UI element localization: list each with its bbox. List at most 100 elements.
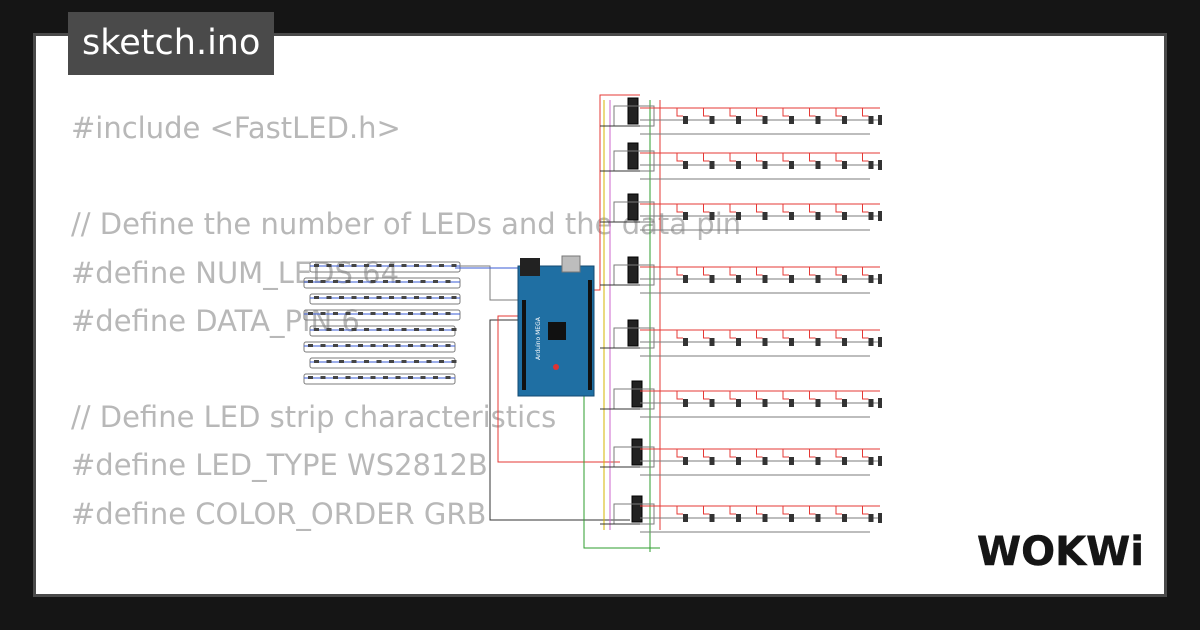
led-pin-wire	[782, 449, 789, 458]
led-pixel	[401, 328, 407, 331]
logo-text: WOKWi	[977, 529, 1144, 575]
led-pixel	[868, 212, 874, 220]
led-pixel	[815, 399, 821, 407]
led-pixel	[320, 280, 326, 283]
led-pixel	[762, 399, 768, 407]
controller-chip	[627, 142, 639, 170]
panel-link-wire	[460, 265, 518, 301]
led-pin-wire	[835, 108, 842, 117]
code-line: // Create LED matrix object	[71, 586, 741, 594]
led-pixel	[789, 457, 794, 465]
led-pixel	[762, 116, 768, 124]
led-pixel	[445, 312, 451, 315]
led-pixel	[314, 296, 319, 299]
led-pixel	[736, 212, 741, 220]
led-pixel	[709, 514, 715, 522]
led-pixel	[314, 264, 319, 267]
led-pin-wire	[729, 204, 736, 213]
bus-wire	[594, 94, 640, 291]
controller-chip	[627, 319, 639, 347]
led-pin-wire	[676, 330, 683, 339]
led-pixel	[376, 360, 382, 363]
code-line: // Define LED strip characteristics	[71, 400, 557, 435]
power-wire	[497, 315, 620, 463]
arduino-mega-board[interactable]: Arduino MEGA	[517, 255, 595, 397]
strip-end-connector	[878, 211, 882, 221]
led-pixel	[736, 161, 741, 169]
led-pin-wire	[729, 108, 736, 117]
led-pixel	[433, 280, 438, 283]
led-pin-wire	[862, 204, 869, 213]
led-pixel	[736, 275, 741, 283]
led-pin-wire	[756, 391, 763, 400]
led-pin-wire	[835, 204, 842, 213]
led-pin-wire	[782, 108, 789, 117]
led-pixel	[451, 328, 457, 331]
led-pin-wire	[862, 506, 869, 515]
led-pixel	[333, 312, 338, 315]
led-pixel	[736, 457, 741, 465]
led-pixel	[842, 116, 847, 124]
led-pixel	[314, 328, 319, 331]
led-strip-row	[600, 193, 882, 231]
led-row-wire	[303, 341, 456, 353]
led-pin-wire	[729, 267, 736, 276]
led-pixel	[709, 338, 715, 346]
file-tab[interactable]: sketch.ino	[68, 12, 275, 75]
led-pixel	[439, 328, 444, 331]
led-pixel	[439, 296, 444, 299]
led-pixel	[426, 328, 432, 331]
led-pin-wire	[703, 449, 710, 458]
led-pixel	[308, 376, 313, 379]
led-pin-wire	[703, 506, 710, 515]
led-pixel	[815, 212, 821, 220]
led-pin-wire	[676, 108, 683, 117]
led-pixel	[389, 360, 394, 363]
led-pixel	[426, 296, 432, 299]
led-pixel	[389, 296, 394, 299]
led-pixel	[401, 360, 407, 363]
led-pin-wire	[756, 204, 763, 213]
led-pixel	[426, 360, 432, 363]
led-pixel	[320, 376, 326, 379]
led-pixel	[376, 296, 382, 299]
led-pixel	[683, 399, 688, 407]
led-pixel	[308, 312, 313, 315]
signal-wire	[583, 299, 660, 549]
led-pin-wire	[729, 506, 736, 515]
reset-button[interactable]	[553, 364, 559, 370]
led-pixel	[364, 296, 369, 299]
led-pin-wire	[809, 391, 816, 400]
led-pin-wire	[835, 153, 842, 162]
led-pixel	[789, 514, 794, 522]
led-pixel	[868, 161, 874, 169]
led-pin-wire	[676, 204, 683, 213]
led-pixel	[408, 312, 413, 315]
led-pixel	[433, 344, 438, 347]
code-line: #define LED_TYPE WS2812B	[71, 448, 488, 483]
led-pixel	[408, 376, 413, 379]
led-pixel	[364, 264, 369, 267]
led-pixel	[408, 344, 413, 347]
led-pixel	[683, 514, 688, 522]
led-pixel	[339, 296, 344, 299]
led-pixel	[320, 344, 326, 347]
led-pixel	[868, 338, 874, 346]
led-pixel	[320, 312, 326, 315]
led-pixel	[333, 280, 338, 283]
led-pixel	[345, 280, 351, 283]
led-pixel	[414, 360, 419, 363]
wokwi-logo[interactable]: WOKWi	[945, 490, 1155, 585]
led-strip-row	[600, 97, 882, 135]
led-pixel	[414, 296, 419, 299]
led-pixel	[420, 376, 426, 379]
led-pixel	[439, 360, 444, 363]
code-line: #include <FastLED.h>	[71, 111, 401, 145]
controller-chip	[627, 256, 639, 284]
led-pin-wire	[729, 153, 736, 162]
strip-end-connector	[878, 513, 882, 523]
led-pixel	[762, 457, 768, 465]
led-pin-wire	[809, 108, 816, 117]
code-line: #define COLOR_ORDER GRB	[71, 496, 487, 531]
led-pin-wire	[809, 267, 816, 276]
